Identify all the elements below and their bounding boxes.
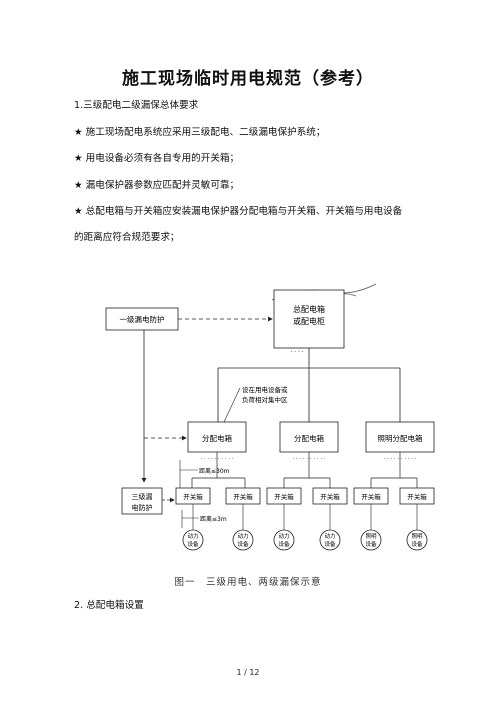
note-text: 负荷相对集中区 [242, 395, 288, 404]
diagram-label: 三级漏 [132, 492, 153, 501]
section-2-heading: 2. 总配电箱设置 [74, 600, 144, 611]
document-title: 施工现场临时用电规范（参考） [122, 69, 374, 89]
power-equipment [182, 529, 204, 551]
distribution-box [187, 421, 247, 453]
diagram-label: 照明 [365, 533, 377, 540]
requirement-line: ★ 漏电保护器参数应匹配并灵敏可靠； [74, 180, 240, 191]
lighting-equipment [360, 529, 382, 551]
diagram-label: 动力 [187, 532, 198, 540]
diagram-label: 分配电箱 [202, 433, 232, 443]
diagram-label: 设备 [411, 540, 423, 548]
diagram-label: 开关箱 [407, 492, 427, 501]
diagram-label: 或配电柜 [293, 316, 325, 326]
distance-30m-label: 距离≤30m [199, 467, 230, 475]
main-distribution-box [273, 289, 345, 349]
distribution-box [279, 421, 339, 453]
distance-3m-label: 距离≤3m [200, 515, 227, 523]
diagram-label: 照明分配电箱 [378, 433, 423, 443]
diagram-label: 设备 [278, 540, 290, 548]
lighting-equipment [406, 529, 428, 551]
distribution-diagram: 一级漏电防护 总配电箱 或配电柜 · · · · 设在用电设备或 负荷相对集中区… [100, 282, 440, 560]
diagram-label: 开关箱 [361, 492, 381, 501]
diagram-label: 开关箱 [320, 492, 340, 501]
requirement-line: 的距离应符合规范要求； [74, 232, 180, 243]
level2-protection-box [121, 487, 163, 515]
power-equipment [319, 529, 341, 551]
level1-protection-label: 一级漏电防护 [120, 314, 165, 324]
figure-caption: 图一 三级用电、两级漏保示意 [174, 577, 322, 588]
requirement-line: ★ 用电设备必须有各自专用的开关箱； [74, 153, 240, 164]
diagram-label: 设备 [365, 540, 377, 548]
diagram-label: 设备 [187, 540, 199, 548]
note-text: 设在用电设备或 [242, 385, 288, 394]
requirement-line: ★ 总配电箱与开关箱应安装漏电保护器分配电箱与开关箱、开关箱与用电设备 [74, 206, 403, 217]
requirement-line: ★ 施工现场配电系统应采用三级配电、二级漏电保护系统； [74, 127, 326, 138]
note-pointer [223, 387, 241, 423]
diagram-label: 设备 [324, 540, 336, 548]
section-1-heading: 1.三级配电二级漏保总体要求 [74, 100, 199, 111]
diagram-label: 动力 [324, 532, 335, 540]
diagram-label: 照明 [411, 533, 423, 540]
diagram-label: 动力 [278, 532, 289, 540]
diagram-label: 开关箱 [233, 492, 253, 501]
lighting-distribution-box [365, 421, 435, 453]
diagram-label: 设备 [237, 540, 249, 548]
diagram-label: · · · · [290, 349, 303, 356]
power-equipment [273, 529, 295, 551]
diagram-label: 电防护 [132, 503, 153, 512]
diagram-label: 分配电箱 [294, 433, 324, 443]
diagram-label: 动力 [237, 532, 248, 540]
diagram-label: 开关箱 [274, 492, 294, 501]
diagram-label: 开关箱 [183, 492, 203, 501]
power-equipment [232, 529, 254, 551]
page-number: 1 / 12 [236, 668, 260, 677]
diagram-label: 总配电箱 [293, 304, 325, 314]
